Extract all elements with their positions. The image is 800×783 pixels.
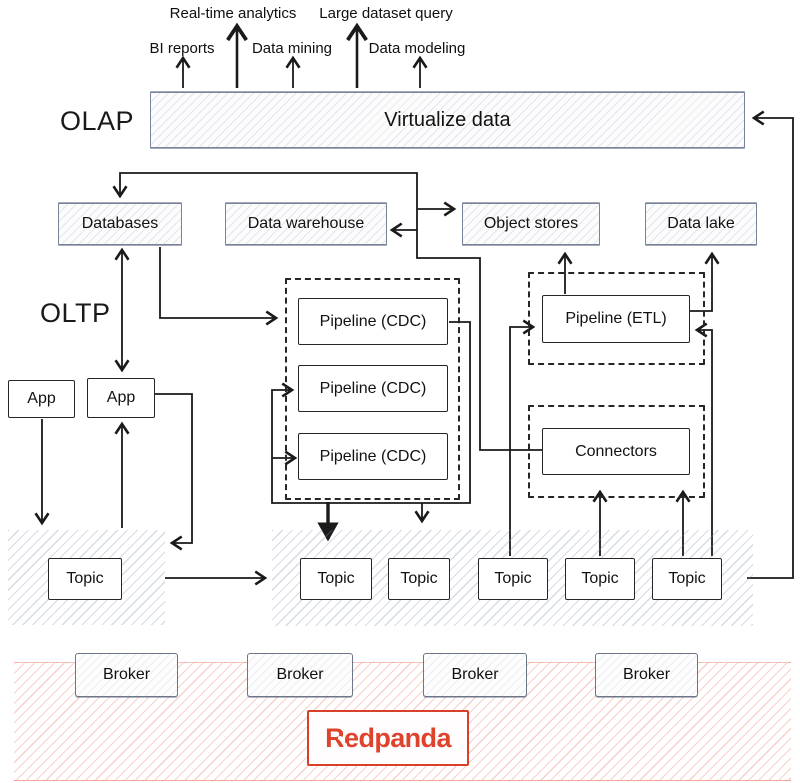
topic-5-box: Topic <box>652 558 722 600</box>
redpanda-logo-dot <box>343 743 347 747</box>
section-label-oltp: OLTP <box>40 298 111 328</box>
label-bi-reports: BI reports <box>149 40 215 57</box>
label-large-dataset-query: Large dataset query <box>319 5 453 22</box>
topic-3-box: Topic <box>478 558 548 600</box>
topic-3-label: Topic <box>494 570 532 587</box>
object-stores-box: Object stores <box>462 203 600 245</box>
app-1-label: App <box>27 390 56 407</box>
topic-left-box: Topic <box>48 558 122 600</box>
virtualize-data-label: Virtualize data <box>384 108 511 131</box>
redpanda-logo: Redpanda <box>325 722 451 753</box>
broker-4-box: Broker <box>595 653 698 697</box>
pipeline-cdc-1-box: Pipeline (CDC) <box>298 298 448 345</box>
app-2-box: App <box>87 378 155 418</box>
broker-2-label: Broker <box>276 666 324 683</box>
topic-4-box: Topic <box>565 558 635 600</box>
broker-3-box: Broker <box>423 653 527 697</box>
data-warehouse-label: Data warehouse <box>247 215 365 232</box>
redpanda-logo-dot <box>338 736 342 740</box>
topic-2-label: Topic <box>400 570 438 587</box>
pipeline-cdc-2-box: Pipeline (CDC) <box>298 365 448 412</box>
data-lake-label: Data lake <box>667 215 735 232</box>
pipeline-etl-label: Pipeline (ETL) <box>565 310 667 327</box>
etl-pipeline-container <box>528 272 705 365</box>
broker-3-label: Broker <box>451 666 499 683</box>
broker-1-label: Broker <box>102 666 151 683</box>
app-2-label: App <box>106 389 136 406</box>
data-warehouse-box: Data warehouse <box>225 203 387 245</box>
broker-1-box: Broker <box>75 653 178 697</box>
pipeline-cdc-2-label: Pipeline (CDC) <box>319 379 427 397</box>
redpanda-logo-box: Redpanda <box>307 710 469 766</box>
topic-1-box: Topic <box>300 558 372 600</box>
pipeline-cdc-1-label: Pipeline (CDC) <box>319 312 427 330</box>
topic-5-label: Topic <box>668 570 706 587</box>
topic-2-box: Topic <box>388 558 450 600</box>
topic-1-label: Topic <box>317 570 355 587</box>
app-1-box: App <box>8 380 75 418</box>
label-realtime-analytics: Real-time analytics <box>169 5 297 22</box>
topic-4-label: Topic <box>581 570 619 587</box>
connectors-label: Connectors <box>575 442 657 460</box>
virtualize-data-box: Virtualize data <box>150 92 745 148</box>
broker-4-label: Broker <box>622 666 671 683</box>
pipeline-cdc-3-box: Pipeline (CDC) <box>298 433 448 480</box>
pipeline-etl-box: Pipeline (ETL) <box>542 295 690 343</box>
pipeline-cdc-3-label: Pipeline (CDC) <box>319 447 427 465</box>
databases-box: Databases <box>58 203 182 245</box>
label-data-modeling: Data modeling <box>368 40 466 57</box>
object-stores-label: Object stores <box>483 215 579 232</box>
connectors-container <box>528 405 705 498</box>
data-lake-box: Data lake <box>645 203 757 245</box>
section-label-olap: OLAP <box>60 106 135 136</box>
topic-left-label: Topic <box>66 570 104 587</box>
connectors-box: Connectors <box>542 428 690 475</box>
databases-label: Databases <box>81 215 159 232</box>
cdc-pipelines-container <box>285 278 460 500</box>
label-data-mining: Data mining <box>251 40 333 57</box>
broker-2-box: Broker <box>247 653 353 697</box>
